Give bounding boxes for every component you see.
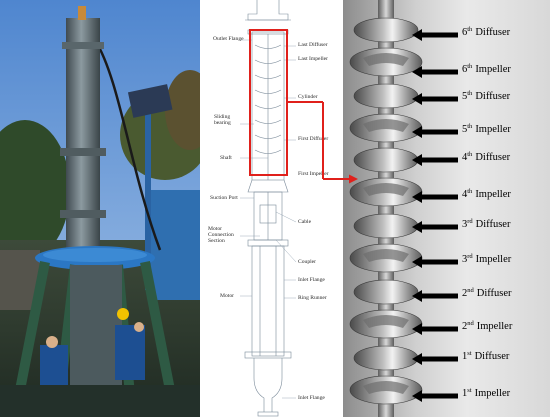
label-first-impeller: First Impeller [298, 171, 329, 177]
label-motor-connection-section: Motor Connection Section [208, 226, 234, 244]
stage-part-name: Impeller [476, 321, 513, 332]
label-shaft: Shaft [220, 155, 232, 161]
stage-ordinal-suffix: th [467, 151, 473, 158]
stage-arrow-icon [412, 126, 458, 138]
label-cylinder: Cylinder [298, 94, 318, 100]
stage-number: 1 [462, 351, 468, 362]
label-outlet-flange: Outlet Flange [213, 36, 244, 42]
stage-ordinal-suffix: nd [467, 287, 474, 294]
stage-number: 5 [462, 124, 468, 135]
stage-arrow-icon [412, 221, 458, 233]
stage-number: 4 [462, 152, 468, 163]
label-last-diffuser: Last Diffuser [298, 42, 328, 48]
stage-ordinal-suffix: rd [467, 218, 473, 225]
stage-arrow-icon [412, 353, 458, 365]
label-suction-port: Suction Port [210, 195, 238, 201]
stage-part-name: Diffuser [476, 288, 512, 299]
stage-arrow-icon [412, 256, 458, 268]
stage-number: 5 [462, 91, 468, 102]
label-motor: Motor [220, 293, 234, 299]
stage-ordinal-suffix: st [467, 350, 472, 357]
label-inlet-flange-upper: Inlet Flange [298, 277, 325, 283]
pump-schematic [240, 0, 297, 417]
label-inlet-flange-lower: Inlet Flange [298, 395, 325, 401]
stage-ordinal-suffix: st [467, 387, 472, 394]
stage-part-name: Impeller [475, 254, 512, 265]
stage-part-name: Impeller [475, 124, 511, 135]
stage-arrow-icon [412, 93, 458, 105]
stage-number: 2 [462, 288, 468, 299]
label-last-impeller: Last Impeller [298, 56, 328, 62]
stage-part-name: Diffuser [475, 91, 511, 102]
stage-part-name: Diffuser [475, 27, 511, 38]
stage-ordinal-suffix: th [467, 90, 473, 97]
stage-arrow-icon [412, 323, 458, 335]
stage-number: 6 [462, 27, 468, 38]
label-first-diffuser: First Diffuser [298, 136, 329, 142]
stage-arrow-icon [412, 390, 458, 402]
rotor-assembly-illustration [349, 0, 423, 417]
stage-part-name: Diffuser [474, 351, 510, 362]
stage-number: 3 [462, 254, 468, 265]
label-cable: Cable [298, 219, 312, 225]
label-coupler: Coupler [298, 259, 317, 265]
stage-part-name: Impeller [475, 64, 511, 75]
stage-ordinal-suffix: th [467, 123, 473, 130]
stage-ordinal-suffix: rd [467, 253, 473, 260]
stage-part-name: Impeller [475, 189, 511, 200]
stage-number: 6 [462, 64, 468, 75]
test-rig-illustration [0, 0, 200, 417]
test-rig-photo [0, 0, 200, 417]
pump-cross-section-drawing: Outlet Flange Last Diffuser Last Impelle… [200, 0, 340, 417]
stage-number: 2 [462, 321, 468, 332]
stage-number: 1 [462, 388, 468, 399]
stage-part-name: Impeller [474, 388, 511, 399]
stage-number: 3 [462, 219, 468, 230]
stage-number: 4 [462, 189, 468, 200]
stage-arrow-icon [412, 29, 458, 41]
label-sliding-bearing: Sliding bearing [214, 114, 231, 126]
stage-arrow-icon [412, 191, 458, 203]
stage-ordinal-suffix: th [467, 63, 473, 70]
stage-part-name: Diffuser [475, 219, 511, 230]
stage-arrow-icon [412, 154, 458, 166]
stage-arrow-icon [412, 290, 458, 302]
stage-ordinal-suffix: nd [467, 320, 474, 327]
stage-arrow-icon [412, 66, 458, 78]
label-ring-runner: Ring Runner [298, 295, 327, 301]
stage-part-name: Diffuser [475, 152, 511, 163]
stage-ordinal-suffix: th [467, 26, 473, 33]
stage-ordinal-suffix: th [467, 188, 473, 195]
